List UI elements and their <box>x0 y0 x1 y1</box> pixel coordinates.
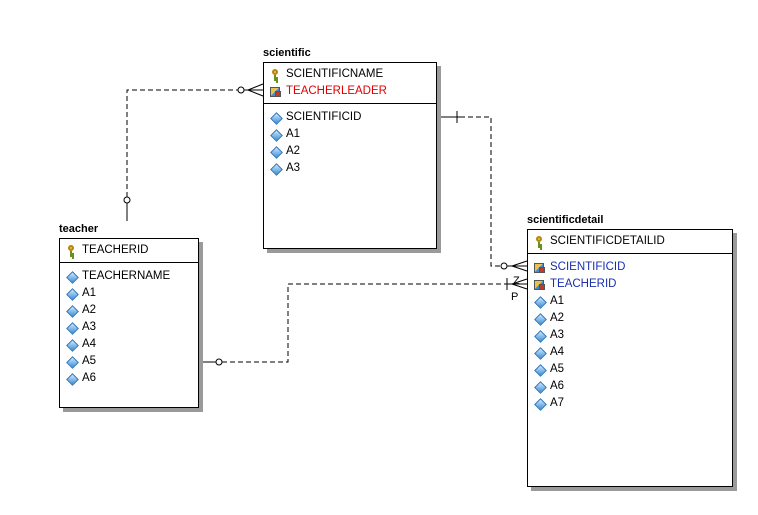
attribute-row[interactable]: A4 <box>66 336 198 353</box>
attribute-label: A1 <box>82 287 97 299</box>
attribute-icon <box>66 305 78 317</box>
entity-scientific[interactable]: SCIENTIFICNAME TEACHERLEADER SCIENTIFICI… <box>263 62 437 249</box>
attribute-label: A7 <box>550 397 565 409</box>
attribute-icon <box>66 373 78 385</box>
attribute-icon <box>270 146 282 158</box>
attribute-icon <box>534 347 546 359</box>
attribute-label: A4 <box>82 338 97 350</box>
attribute-label: A1 <box>550 295 565 307</box>
attribute-label: A3 <box>286 162 301 174</box>
attribute-row[interactable]: A1 <box>270 126 436 143</box>
key-icon <box>534 235 546 248</box>
attribute-icon <box>66 271 78 283</box>
attribute-label: A4 <box>550 346 565 358</box>
entity-title-scientificdetail: scientificdetail <box>527 214 604 226</box>
attribute-icon <box>66 339 78 351</box>
attribute-row[interactable]: SCIENTIFICDETAILID <box>534 233 732 250</box>
attribute-icon <box>66 322 78 334</box>
attribute-row[interactable]: A6 <box>534 378 732 395</box>
attribute-section: TEACHERNAME A1 A2 A3 A4 A5 A6 <box>60 263 198 387</box>
attribute-icon <box>66 356 78 368</box>
attribute-row[interactable]: A7 <box>534 395 732 412</box>
attribute-icon <box>270 112 282 124</box>
attribute-label: A2 <box>82 304 97 316</box>
attribute-label: SCIENTIFICID <box>550 261 626 273</box>
relationship-teacher-scientificdetail <box>198 278 528 366</box>
attribute-label: TEACHERID <box>550 278 617 290</box>
key-icon <box>66 244 78 257</box>
attribute-section: SCIENTIFICID TEACHERID A1 A2 A3 A4 A5 A6… <box>528 254 732 412</box>
attribute-label: SCIENTIFICID <box>286 111 362 123</box>
attribute-icon <box>534 296 546 308</box>
attribute-label: A1 <box>286 128 301 140</box>
attribute-icon <box>534 330 546 342</box>
attribute-icon <box>534 398 546 410</box>
attribute-label: A5 <box>82 355 97 367</box>
attribute-section: SCIENTIFICID A1 A2 A3 <box>264 104 436 177</box>
entity-title-scientific: scientific <box>263 47 311 59</box>
foreign-key-icon <box>534 279 546 291</box>
attribute-row[interactable]: A3 <box>270 160 436 177</box>
attribute-row[interactable]: A5 <box>66 353 198 370</box>
attribute-icon <box>534 381 546 393</box>
attribute-row[interactable]: A4 <box>534 344 732 361</box>
primary-key-section: SCIENTIFICNAME TEACHERLEADER <box>264 63 436 104</box>
foreign-key-icon <box>270 86 282 98</box>
attribute-label: TEACHERNAME <box>82 270 171 282</box>
attribute-row[interactable]: TEACHERLEADER <box>270 83 436 100</box>
attribute-row[interactable]: A1 <box>66 285 198 302</box>
entity-teacher[interactable]: TEACHERID TEACHERNAME A1 A2 A3 A4 A5 A6 <box>59 238 199 408</box>
attribute-label: A5 <box>550 363 565 375</box>
entity-title-teacher: teacher <box>59 223 99 235</box>
foreign-key-icon <box>534 262 546 274</box>
relationship-marker-p: P <box>511 291 519 303</box>
attribute-row[interactable]: A3 <box>66 319 198 336</box>
primary-key-section: TEACHERID <box>60 239 198 263</box>
attribute-row[interactable]: A6 <box>66 370 198 387</box>
attribute-label: TEACHERID <box>82 244 149 256</box>
attribute-row[interactable]: A5 <box>534 361 732 378</box>
relationship-marker-z: Z <box>513 275 520 287</box>
attribute-row[interactable]: TEACHERID <box>66 242 198 259</box>
attribute-icon <box>270 163 282 175</box>
attribute-label: A2 <box>550 312 565 324</box>
attribute-row[interactable]: A2 <box>534 310 732 327</box>
attribute-label: TEACHERLEADER <box>286 85 387 97</box>
relationship-teacher-scientific <box>123 83 264 221</box>
attribute-row[interactable]: A2 <box>66 302 198 319</box>
attribute-row[interactable]: A2 <box>270 143 436 160</box>
attribute-row[interactable]: A1 <box>534 293 732 310</box>
relationship-scientific-scientificdetail <box>437 111 528 272</box>
attribute-row[interactable]: SCIENTIFICID <box>270 109 436 126</box>
attribute-label: A2 <box>286 145 301 157</box>
attribute-row[interactable]: SCIENTIFICNAME <box>270 66 436 83</box>
key-icon <box>270 68 282 81</box>
attribute-icon <box>270 129 282 141</box>
attribute-icon <box>534 364 546 376</box>
attribute-label: A3 <box>550 329 565 341</box>
attribute-label: SCIENTIFICNAME <box>286 68 384 80</box>
attribute-row[interactable]: TEACHERID <box>534 276 732 293</box>
attribute-row[interactable]: SCIENTIFICID <box>534 259 732 276</box>
attribute-icon <box>66 288 78 300</box>
attribute-icon <box>534 313 546 325</box>
attribute-label: SCIENTIFICDETAILID <box>550 235 665 247</box>
attribute-label: A6 <box>82 372 97 384</box>
attribute-label: A3 <box>82 321 97 333</box>
attribute-row[interactable]: TEACHERNAME <box>66 268 198 285</box>
attribute-label: A6 <box>550 380 565 392</box>
primary-key-section: SCIENTIFICDETAILID <box>528 230 732 254</box>
entity-scientificdetail[interactable]: SCIENTIFICDETAILID SCIENTIFICID TEACHERI… <box>527 229 733 487</box>
attribute-row[interactable]: A3 <box>534 327 732 344</box>
